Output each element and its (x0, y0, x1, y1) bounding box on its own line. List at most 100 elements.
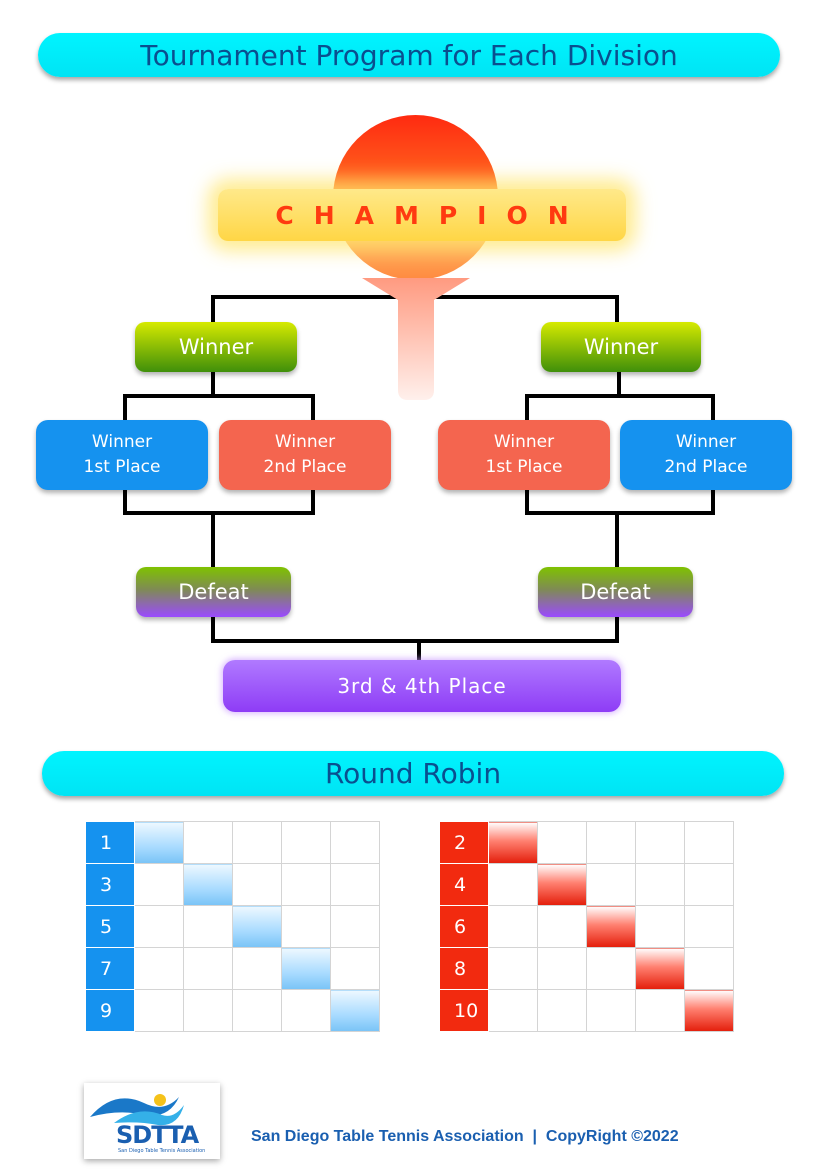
player-number: 3 (85, 863, 135, 906)
grid-cell (183, 905, 233, 948)
grid-cell (537, 989, 587, 1032)
box-line1: Winner (91, 432, 153, 452)
player-number: 7 (85, 947, 135, 990)
winner-2nd-place-right: Winner 2nd Place (620, 420, 792, 490)
diagonal-cell (537, 863, 587, 906)
grid-cell (330, 905, 380, 948)
grid-cell (586, 863, 636, 906)
winner-2nd-place-left: Winner 2nd Place (219, 420, 391, 490)
grid-cell (330, 821, 380, 864)
grid-cell (281, 863, 331, 906)
grid-cell (586, 947, 636, 990)
paddle-handle (362, 278, 470, 400)
header-banner: Tournament Program for Each Division (38, 33, 780, 77)
grid-cell (684, 821, 734, 864)
table-row: 3 (85, 863, 380, 906)
page-title: Tournament Program for Each Division (140, 38, 678, 72)
player-number: 9 (85, 989, 135, 1032)
player-number: 5 (85, 905, 135, 948)
grid-cell (635, 821, 685, 864)
box-line1: Winner (675, 432, 737, 452)
footer-text: San Diego Table Tennis Association | Cop… (251, 1128, 679, 1145)
grid-cell (537, 821, 587, 864)
table-row: 1 (85, 821, 380, 864)
logo-text: SDTTA (116, 1121, 199, 1149)
wave-icon (90, 1094, 184, 1126)
grid-cell (183, 821, 233, 864)
grid-cell (586, 821, 636, 864)
logo-subtext: San Diego Table Tennis Association (118, 1148, 206, 1154)
winner-right: Winner (541, 322, 701, 372)
champion-label: CHAMPION (218, 189, 626, 241)
round-robin-banner: Round Robin (42, 751, 784, 796)
table-row: 2 (439, 821, 734, 864)
grid-cell (330, 947, 380, 990)
sdtta-logo: SDTTA San Diego Table Tennis Association (84, 1083, 220, 1159)
table-row: 8 (439, 947, 734, 990)
player-number: 1 (85, 821, 135, 864)
grid-cell (684, 905, 734, 948)
diagonal-cell (281, 947, 331, 990)
diagonal-cell (684, 989, 734, 1032)
grid-cell (635, 905, 685, 948)
player-number: 10 (439, 989, 489, 1032)
diagonal-cell (330, 989, 380, 1032)
grid-cell (537, 947, 587, 990)
diagonal-cell (183, 863, 233, 906)
box-line2: 1st Place (83, 457, 161, 477)
grid-cell (488, 905, 538, 948)
grid-cell (684, 863, 734, 906)
grid-cell (537, 905, 587, 948)
round-robin-title: Round Robin (324, 757, 502, 790)
table-row: 6 (439, 905, 734, 948)
grid-cell (488, 989, 538, 1032)
grid-cell (232, 821, 282, 864)
defeat-right: Defeat (538, 567, 693, 617)
grid-cell (488, 863, 538, 906)
player-number: 6 (439, 905, 489, 948)
grid-cell (183, 989, 233, 1032)
diagonal-cell (635, 947, 685, 990)
grid-cell (684, 947, 734, 990)
box-line2: 2nd Place (664, 457, 748, 477)
diagonal-cell (134, 821, 184, 864)
table-row: 7 (85, 947, 380, 990)
grid-cell (635, 989, 685, 1032)
player-number: 4 (439, 863, 489, 906)
defeat-left: Defeat (136, 567, 291, 617)
grid-cell (635, 863, 685, 906)
diagonal-cell (232, 905, 282, 948)
table-row: 4 (439, 863, 734, 906)
grid-cell (281, 905, 331, 948)
winner-left: Winner (135, 322, 297, 372)
grid-cell (134, 947, 184, 990)
grid-cell (232, 863, 282, 906)
diagonal-cell (586, 905, 636, 948)
box-line1: Winner (274, 432, 336, 452)
grid-cell (134, 905, 184, 948)
winner-1st-place-right: Winner 1st Place (438, 420, 610, 490)
grid-cell (134, 863, 184, 906)
grid-cell (281, 821, 331, 864)
grid-cell (134, 989, 184, 1032)
diagonal-cell (488, 821, 538, 864)
round-robin-grid-red: 2 4 6 8 10 (439, 821, 734, 1032)
winner-1st-place-left: Winner 1st Place (36, 420, 208, 490)
grid-cell (232, 989, 282, 1032)
player-number: 8 (439, 947, 489, 990)
grid-cell (183, 947, 233, 990)
table-row: 10 (439, 989, 734, 1032)
table-row: 9 (85, 989, 380, 1032)
box-line1: Winner (493, 432, 555, 452)
grid-cell (330, 863, 380, 906)
table-row: 5 (85, 905, 380, 948)
grid-cell (232, 947, 282, 990)
third-fourth-place: 3rd & 4th Place (223, 660, 621, 712)
grid-cell (281, 989, 331, 1032)
box-line2: 2nd Place (263, 457, 347, 477)
grid-cell (586, 989, 636, 1032)
grid-cell (488, 947, 538, 990)
player-number: 2 (439, 821, 489, 864)
round-robin-grid-blue: 1 3 5 7 9 (85, 821, 380, 1032)
box-line2: 1st Place (485, 457, 563, 477)
